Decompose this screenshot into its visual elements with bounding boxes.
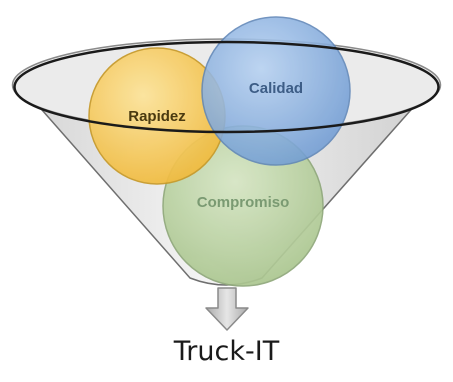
rapidez-label: Rapidez (128, 108, 186, 125)
brand-caption: Truck-IT (173, 336, 280, 367)
down-arrow-icon (205, 287, 249, 331)
funnel-rim (13, 40, 440, 134)
compromiso-label: Compromiso (197, 194, 290, 211)
calidad-label: Calidad (249, 80, 303, 97)
